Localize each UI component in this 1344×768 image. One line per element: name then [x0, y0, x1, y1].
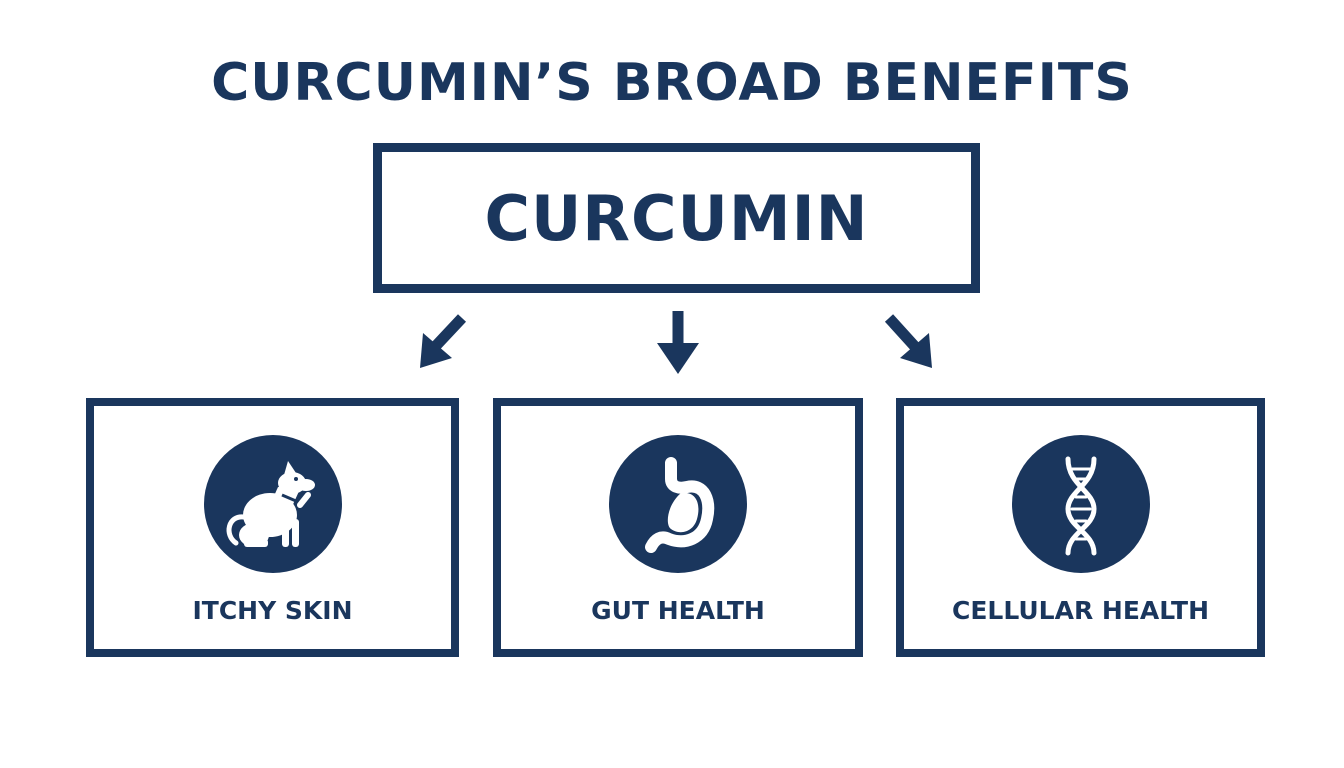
arrow-center — [657, 311, 699, 374]
benefit-label: GUT HEALTH — [591, 596, 765, 625]
benefit-node-gut-health: GUT HEALTH — [493, 398, 863, 657]
root-node-label: CURCUMIN — [484, 181, 869, 255]
dna-icon — [1011, 435, 1150, 573]
dog-scratching-icon — [203, 435, 342, 573]
benefit-node-itchy-skin: ITCHY SKIN — [86, 398, 459, 657]
stomach-icon — [609, 435, 747, 573]
benefit-label: ITCHY SKIN — [192, 596, 353, 625]
root-node: CURCUMIN — [373, 143, 980, 293]
diagram-title: CURCUMIN’S BROAD BENEFITS — [211, 53, 1133, 113]
arrow-right — [884, 314, 932, 368]
benefit-label: CELLULAR HEALTH — [951, 596, 1210, 625]
benefit-node-cellular-health: CELLULAR HEALTH — [896, 398, 1265, 657]
arrow-left — [420, 314, 467, 368]
